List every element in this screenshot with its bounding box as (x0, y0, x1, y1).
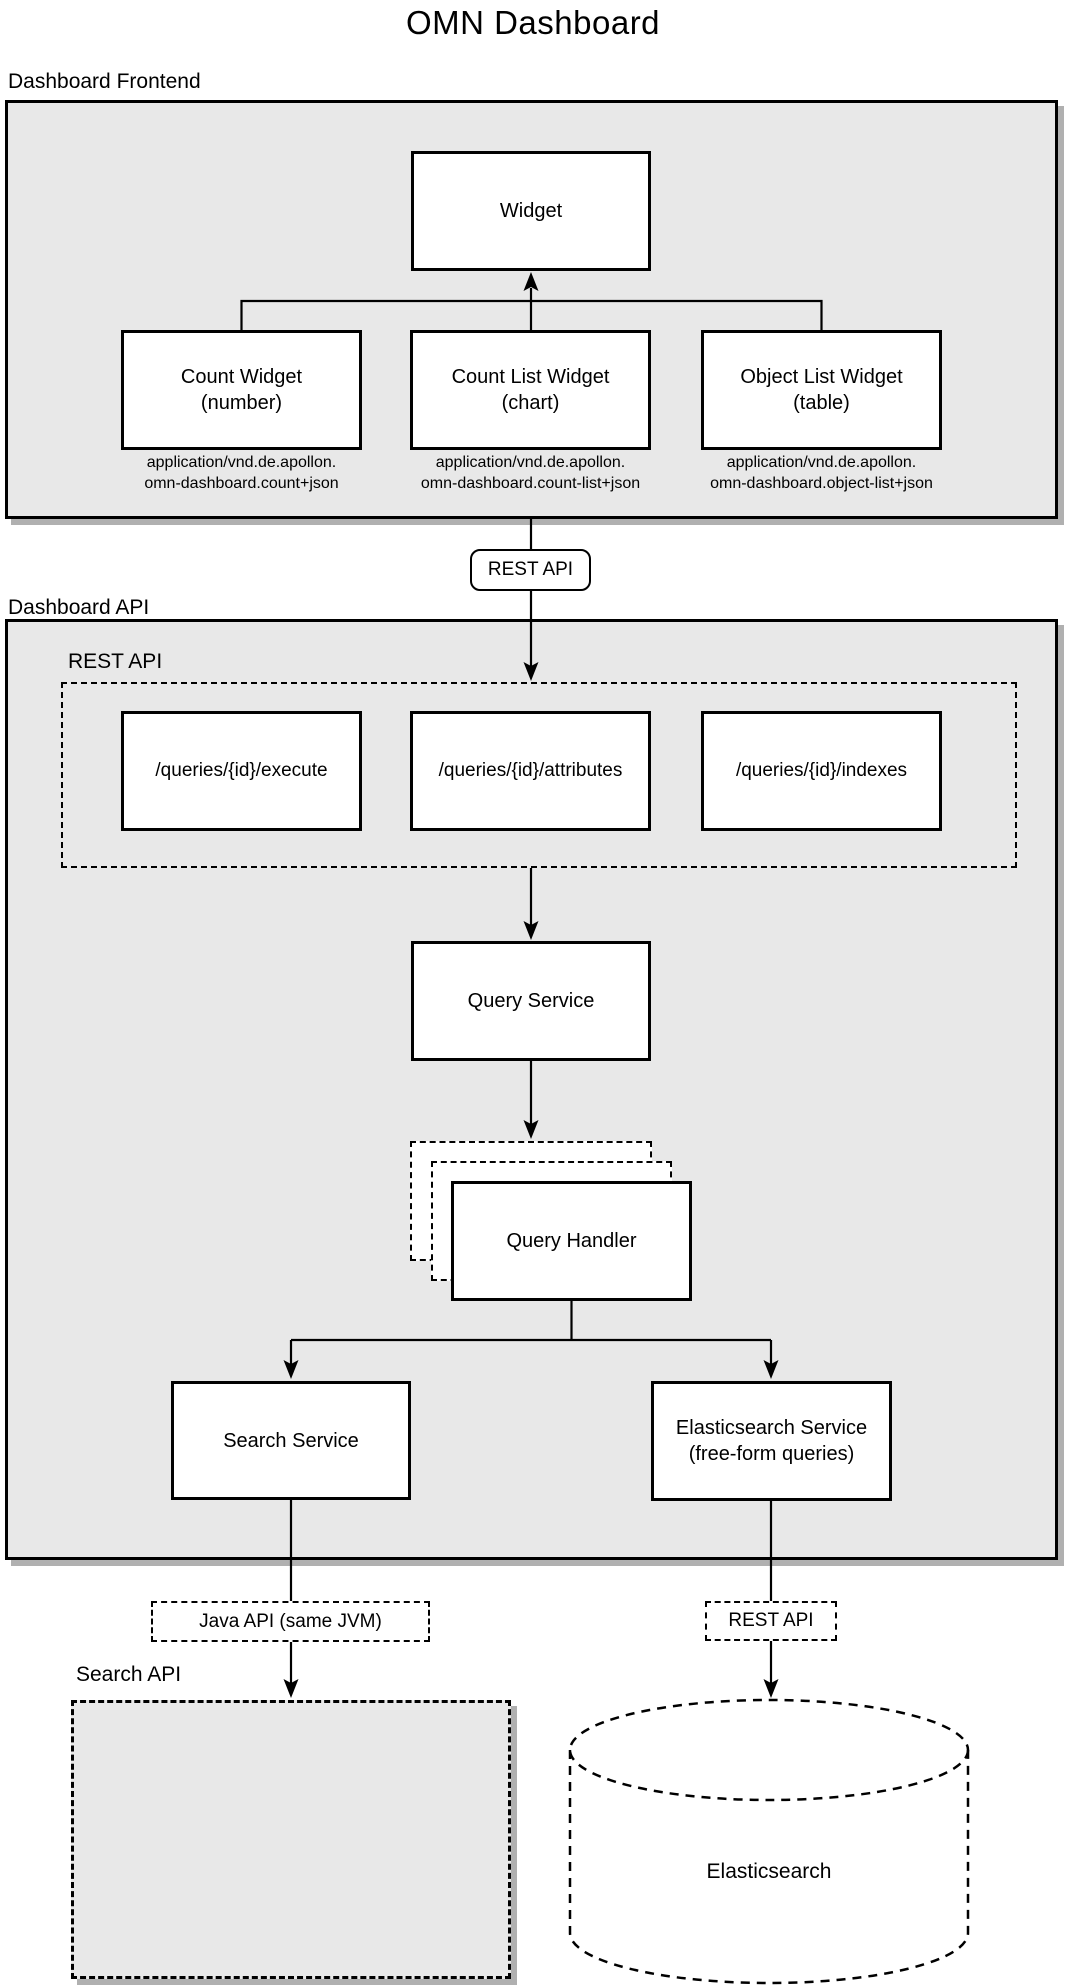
count-widget-line2: (number) (200, 392, 283, 414)
mime-count-list-line2: omn-dashboard.count-list+json (420, 475, 641, 492)
arrow-down-search-api (283, 1679, 299, 1698)
count-widget-line1: Count Widget (180, 366, 303, 388)
chip-rest-api: REST API (470, 549, 591, 591)
node-query-service: Query Service (411, 941, 651, 1061)
node-query-handler: Query Handler (451, 1181, 692, 1301)
mime-count-list-line1: application/vnd.de.apollon. (435, 454, 626, 471)
node-count-widget: Count Widget (number) (121, 330, 362, 450)
mime-count-list: application/vnd.de.apollon. omn-dashboar… (380, 452, 681, 494)
node-widget-label: Widget (499, 200, 563, 222)
mime-count-line1: application/vnd.de.apollon. (146, 454, 337, 471)
mime-object-list: application/vnd.de.apollon. omn-dashboar… (671, 452, 972, 494)
elasticsearch-cylinder (568, 1698, 970, 1985)
query-handler-label: Query Handler (506, 1230, 637, 1252)
rest-api-group (61, 682, 1017, 868)
arrow-down-elasticsearch (763, 1679, 779, 1698)
endpoint-attributes-label: /queries/{id}/attributes (438, 760, 623, 781)
query-service-label: Query Service (467, 990, 595, 1012)
endpoint-indexes-label: /queries/{id}/indexes (735, 760, 908, 781)
chip-java-api: Java API (same JVM) (151, 1601, 430, 1642)
search-api-container (71, 1700, 511, 1979)
count-list-widget-line2: (chart) (501, 392, 560, 414)
search-api-section-label: Search API (76, 1663, 182, 1686)
node-object-list-widget: Object List Widget (table) (701, 330, 942, 450)
search-service-label: Search Service (223, 1429, 359, 1452)
mime-object-list-line2: omn-dashboard.object-list+json (710, 475, 933, 492)
mime-count: application/vnd.de.apollon. omn-dashboar… (91, 452, 392, 494)
es-service-line1: Elasticsearch Service (675, 1417, 868, 1439)
mime-object-list-line1: application/vnd.de.apollon. (726, 454, 917, 471)
page-title: OMN Dashboard (405, 4, 661, 41)
node-endpoint-attributes: /queries/{id}/attributes (410, 711, 651, 831)
object-list-widget-line2: (table) (793, 392, 850, 414)
node-count-list-widget: Count List Widget (chart) (410, 330, 651, 450)
chip-rest-api-label: REST API (487, 559, 574, 580)
node-endpoint-indexes: /queries/{id}/indexes (701, 711, 942, 831)
chip-rest-api-bottom: REST API (705, 1601, 837, 1641)
chip-rest-api-bottom-label: REST API (728, 1610, 814, 1631)
frontend-section-label: Dashboard Frontend (8, 70, 201, 93)
chip-java-api-label: Java API (same JVM) (199, 1610, 382, 1632)
node-es-service: Elasticsearch Service (free-form queries… (651, 1381, 892, 1501)
endpoint-execute-label: /queries/{id}/execute (155, 760, 328, 781)
object-list-widget-line1: Object List Widget (740, 366, 903, 388)
node-widget: Widget (411, 151, 651, 271)
rest-api-group-label: REST API (68, 650, 163, 673)
node-endpoint-execute: /queries/{id}/execute (121, 711, 362, 831)
es-service-line2: (free-form queries) (688, 1443, 855, 1465)
count-list-widget-line1: Count List Widget (451, 366, 610, 388)
node-search-service: Search Service (171, 1381, 411, 1500)
api-section-label: Dashboard API (8, 596, 150, 619)
mime-count-line2: omn-dashboard.count+json (144, 475, 339, 492)
elasticsearch-label: Elasticsearch (706, 1860, 832, 1883)
